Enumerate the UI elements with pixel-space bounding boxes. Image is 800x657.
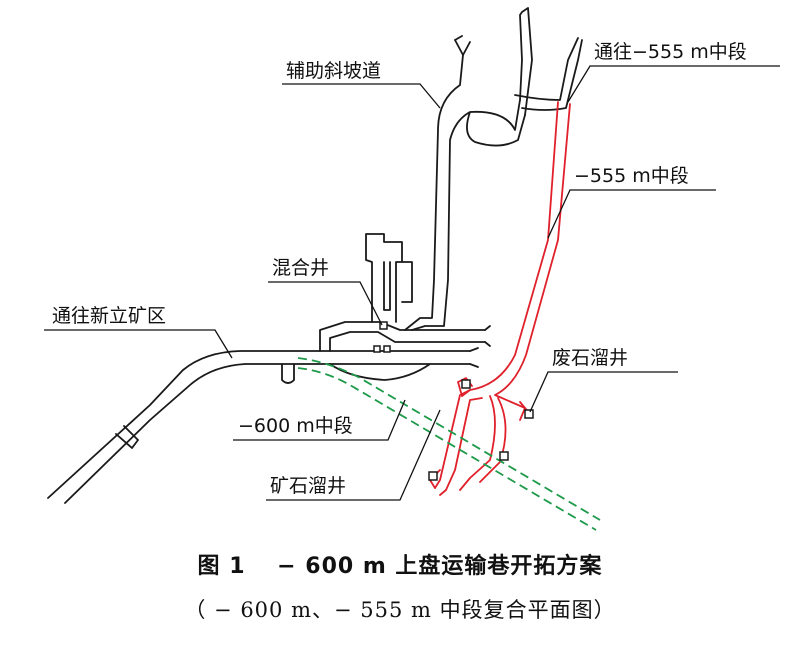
leader-level-600 [233, 399, 406, 441]
level-555-main-drive [461, 101, 571, 409]
label-ore-pass: 矿石溜井 [270, 475, 346, 497]
label-mixed-shaft: 混合井 [272, 257, 329, 279]
shafts [373, 321, 534, 481]
figure-caption: 图 1 − 600 m 上盘运输巷开拓方案 （ − 600 m、− 555 m … [0, 548, 800, 624]
level-600-drive [297, 357, 601, 531]
tunnel-to-555-upper [514, 37, 583, 111]
leader-level-555 [547, 189, 716, 239]
leader-waste-pass [529, 371, 678, 413]
mixed-shaft-structure [365, 233, 413, 323]
label-ramp: 辅助斜坡道 [286, 60, 381, 82]
label-level-600: −600 m中段 [238, 415, 353, 437]
label-to-555: 通往−555 m中段 [594, 41, 747, 63]
label-waste-pass: 废石溜井 [552, 347, 628, 369]
ore-pass-icon [461, 379, 471, 389]
leader-to-555 [567, 65, 780, 103]
drift-branch [115, 425, 139, 449]
shaft-marker-icon [373, 345, 381, 353]
caption-title: 图 1 − 600 m 上盘运输巷开拓方案 [197, 554, 603, 579]
label-to-xinli: 通往新立矿区 [52, 305, 166, 327]
leader-mixed-shaft [268, 281, 383, 326]
mixed-shaft-icon [379, 321, 388, 330]
drift-east-ends [469, 325, 491, 368]
level-555-branch-left [434, 389, 483, 491]
leader-ore-pass [266, 409, 441, 501]
shaft-marker-icon [383, 345, 391, 353]
drift-stub [281, 363, 295, 384]
ore-pass-icon [428, 471, 438, 481]
auxiliary-ramp [404, 39, 526, 331]
level-600-tunnels [297, 357, 601, 531]
leader-lines [44, 65, 780, 501]
waste-pass-icon [524, 409, 534, 419]
leader-xinli [44, 329, 233, 359]
shaft-station [319, 321, 486, 381]
ramp-upper [454, 7, 533, 116]
leader-ramp [282, 83, 441, 109]
label-level-555: −555 m中段 [574, 165, 689, 187]
mine-plan-diagram: 辅助斜坡道 通往−555 m中段 −555 m中段 混合井 通往新立矿区 废石溜… [44, 7, 780, 531]
labels: 辅助斜坡道 通往−555 m中段 −555 m中段 混合井 通往新立矿区 废石溜… [52, 41, 747, 497]
existing-tunnels [47, 7, 583, 504]
level-555-tunnels [429, 101, 571, 496]
caption-subtitle: （ − 600 m、− 555 m 中段复合平面图） [184, 598, 616, 622]
level-555-branch-south [459, 395, 507, 491]
waste-pass-bottom-icon [499, 451, 509, 461]
drift-to-xinli [47, 350, 331, 504]
